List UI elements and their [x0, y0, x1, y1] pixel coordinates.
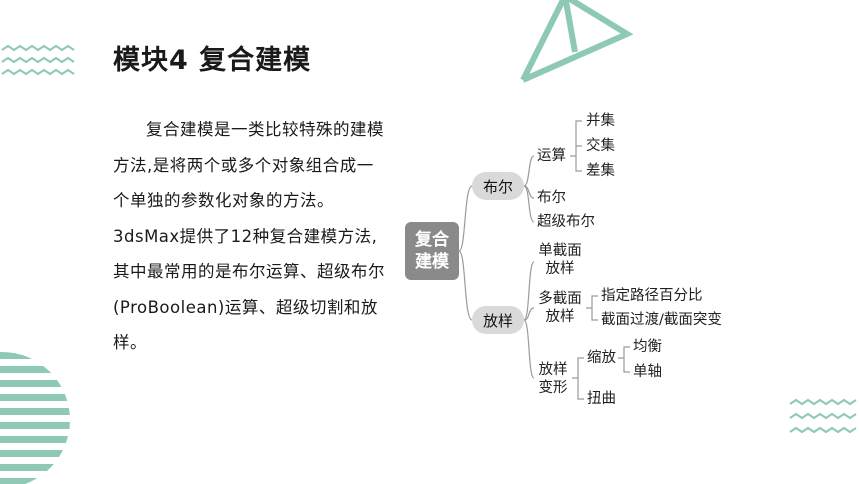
mindmap-root-node: 复合建模 [405, 222, 459, 280]
mindmap-single-section-loft: 单截面放样 [538, 243, 582, 277]
mindmap-node-boolean: 布尔 [472, 172, 524, 200]
mindmap-multi-section-loft: 多截面放样 [538, 291, 582, 325]
mindmap-super-boolean: 超级布尔 [537, 214, 595, 230]
mindmap-path-percentage: 指定路径百分比 [601, 288, 703, 304]
mindmap-twist: 扭曲 [587, 391, 616, 407]
mindmap-op-intersection: 交集 [586, 138, 615, 154]
mindmap-node-loft-text: 放样 [482, 311, 513, 330]
triangle-decoration-top [520, 0, 634, 83]
body-paragraph: 复合建模是一类比较特殊的建模方法,是将两个或多个对象组合成一个单独的参数化对象的… [113, 120, 385, 352]
mindmap-section-transition: 截面过渡/截面突变 [601, 312, 722, 328]
zigzag-decoration-bottom-right [789, 398, 857, 434]
slide-title: 模块4 复合建模 [113, 45, 312, 76]
mindmap-loft-deformation: 放样变形 [538, 362, 568, 396]
mindmap-scale-single-axis: 单轴 [633, 364, 662, 380]
mindmap-op-difference: 差集 [586, 163, 615, 179]
mindmap-node-boolean-label: 布尔 [482, 177, 513, 196]
mindmap-node-loft: 布尔 放样 [472, 306, 524, 334]
mindmap-scale: 缩放 [587, 350, 616, 366]
mindmap-boolean-item: 布尔 [537, 190, 566, 206]
zigzag-decoration-top-left [1, 44, 75, 76]
striped-circle-decoration [0, 352, 70, 484]
mindmap-op-union: 并集 [586, 113, 615, 129]
mindmap-root-label: 复合建模 [415, 230, 449, 272]
mindmap-ops-label: 运算 [537, 148, 566, 164]
mindmap-scale-uniform: 均衡 [633, 339, 662, 355]
